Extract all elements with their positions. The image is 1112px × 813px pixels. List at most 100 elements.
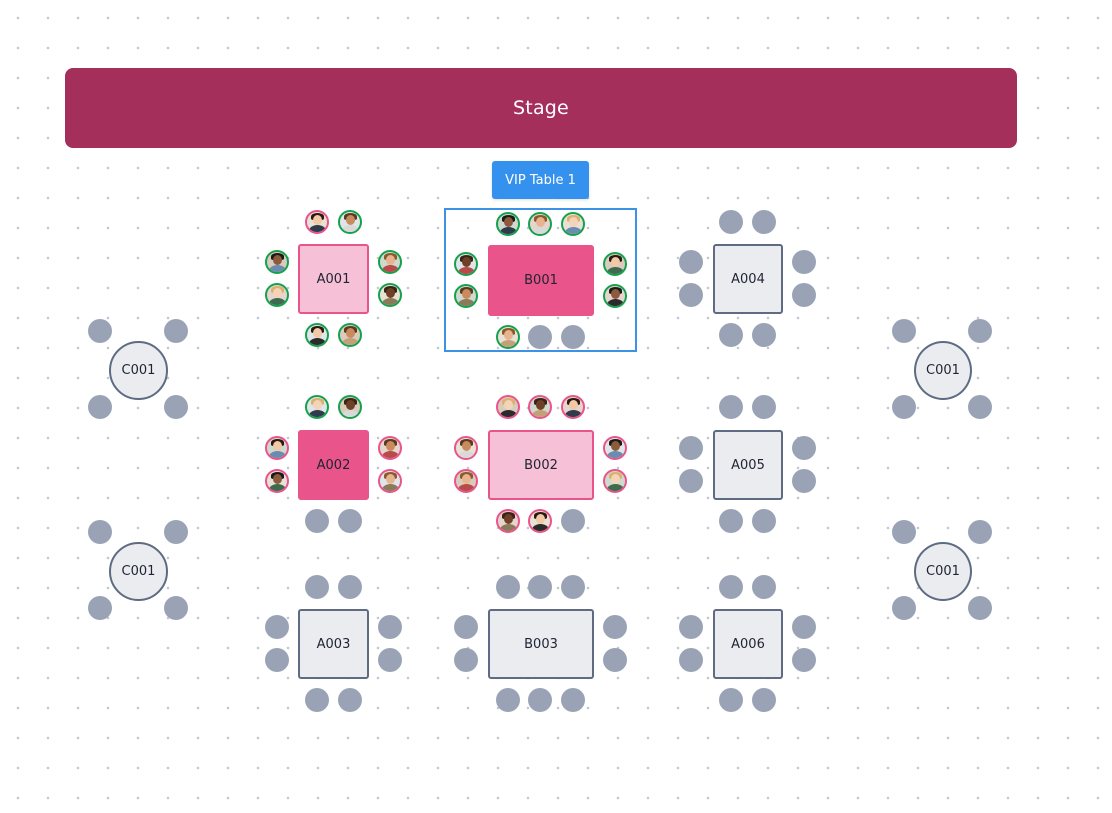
seat-empty[interactable]	[164, 395, 188, 419]
seat-empty[interactable]	[528, 688, 552, 712]
table-b002[interactable]: B002	[488, 430, 594, 500]
seat-guest[interactable]	[338, 210, 362, 234]
seat-empty[interactable]	[719, 575, 743, 599]
seat-guest[interactable]	[603, 469, 627, 493]
seat-empty[interactable]	[88, 520, 112, 544]
seat-empty[interactable]	[265, 648, 289, 672]
seat-empty[interactable]	[265, 615, 289, 639]
seat-empty[interactable]	[968, 319, 992, 343]
seat-empty[interactable]	[164, 520, 188, 544]
seat-empty[interactable]	[719, 210, 743, 234]
table-c001-left-top[interactable]: C001	[109, 341, 168, 400]
table-a001[interactable]: A001	[298, 244, 369, 314]
seat-empty[interactable]	[752, 688, 776, 712]
seat-empty[interactable]	[752, 395, 776, 419]
seat-guest[interactable]	[305, 395, 329, 419]
seat-empty[interactable]	[561, 575, 585, 599]
seat-guest[interactable]	[454, 284, 478, 308]
stage[interactable]: Stage	[65, 68, 1017, 148]
seat-empty[interactable]	[719, 688, 743, 712]
seat-empty[interactable]	[968, 520, 992, 544]
seat-guest[interactable]	[496, 395, 520, 419]
seat-empty[interactable]	[679, 648, 703, 672]
seat-empty[interactable]	[88, 395, 112, 419]
seat-empty[interactable]	[679, 250, 703, 274]
table-a004[interactable]: A004	[713, 244, 783, 314]
seat-guest[interactable]	[454, 436, 478, 460]
seat-guest[interactable]	[378, 283, 402, 307]
seat-guest[interactable]	[305, 323, 329, 347]
seat-empty[interactable]	[496, 575, 520, 599]
seat-empty[interactable]	[378, 648, 402, 672]
seat-guest[interactable]	[561, 395, 585, 419]
seat-guest[interactable]	[603, 436, 627, 460]
seat-guest[interactable]	[496, 509, 520, 533]
seat-empty[interactable]	[496, 688, 520, 712]
seat-guest[interactable]	[528, 395, 552, 419]
seat-empty[interactable]	[378, 615, 402, 639]
seat-guest[interactable]	[338, 395, 362, 419]
seat-empty[interactable]	[305, 688, 329, 712]
seat-empty[interactable]	[792, 648, 816, 672]
seat-empty[interactable]	[892, 520, 916, 544]
seat-guest[interactable]	[603, 284, 627, 308]
table-a005[interactable]: A005	[713, 430, 783, 500]
seat-empty[interactable]	[561, 688, 585, 712]
selection-box[interactable]	[444, 208, 637, 352]
table-c001-right-top[interactable]: C001	[914, 341, 972, 400]
seat-guest[interactable]	[265, 436, 289, 460]
table-b001[interactable]: B001	[488, 245, 594, 316]
seat-empty[interactable]	[603, 648, 627, 672]
table-c001-left-bottom[interactable]: C001	[109, 542, 168, 601]
seat-empty[interactable]	[305, 575, 329, 599]
seat-guest[interactable]	[454, 252, 478, 276]
seat-empty[interactable]	[892, 596, 916, 620]
seat-empty[interactable]	[603, 615, 627, 639]
seat-empty[interactable]	[719, 323, 743, 347]
seat-guest[interactable]	[496, 212, 520, 236]
seat-empty[interactable]	[679, 615, 703, 639]
table-a002[interactable]: A002	[298, 430, 369, 500]
seat-guest[interactable]	[265, 250, 289, 274]
seat-empty[interactable]	[561, 325, 585, 349]
seat-empty[interactable]	[752, 323, 776, 347]
seat-empty[interactable]	[792, 250, 816, 274]
seat-empty[interactable]	[88, 596, 112, 620]
seat-empty[interactable]	[454, 648, 478, 672]
seat-empty[interactable]	[338, 575, 362, 599]
seat-guest[interactable]	[496, 325, 520, 349]
table-b003[interactable]: B003	[488, 609, 594, 679]
seat-guest[interactable]	[528, 212, 552, 236]
seat-empty[interactable]	[792, 436, 816, 460]
seat-empty[interactable]	[719, 395, 743, 419]
seat-guest[interactable]	[454, 469, 478, 493]
seat-guest[interactable]	[305, 210, 329, 234]
seat-empty[interactable]	[88, 319, 112, 343]
seat-empty[interactable]	[792, 283, 816, 307]
seat-empty[interactable]	[305, 509, 329, 533]
seat-empty[interactable]	[752, 210, 776, 234]
seat-guest[interactable]	[528, 509, 552, 533]
seat-empty[interactable]	[164, 319, 188, 343]
seat-empty[interactable]	[892, 395, 916, 419]
seat-empty[interactable]	[679, 436, 703, 460]
seat-guest[interactable]	[265, 469, 289, 493]
seat-empty[interactable]	[752, 509, 776, 533]
seat-empty[interactable]	[454, 615, 478, 639]
seat-guest[interactable]	[378, 469, 402, 493]
table-c001-right-bottom[interactable]: C001	[914, 542, 972, 601]
seat-empty[interactable]	[338, 509, 362, 533]
seat-guest[interactable]	[561, 212, 585, 236]
seat-empty[interactable]	[561, 509, 585, 533]
table-a006[interactable]: A006	[713, 609, 783, 679]
seat-empty[interactable]	[752, 575, 776, 599]
seat-guest[interactable]	[338, 323, 362, 347]
seat-guest[interactable]	[603, 252, 627, 276]
seat-guest[interactable]	[378, 250, 402, 274]
seat-empty[interactable]	[338, 688, 362, 712]
seat-empty[interactable]	[528, 325, 552, 349]
seat-empty[interactable]	[528, 575, 552, 599]
seat-empty[interactable]	[164, 596, 188, 620]
table-a003[interactable]: A003	[298, 609, 369, 679]
seat-empty[interactable]	[792, 615, 816, 639]
